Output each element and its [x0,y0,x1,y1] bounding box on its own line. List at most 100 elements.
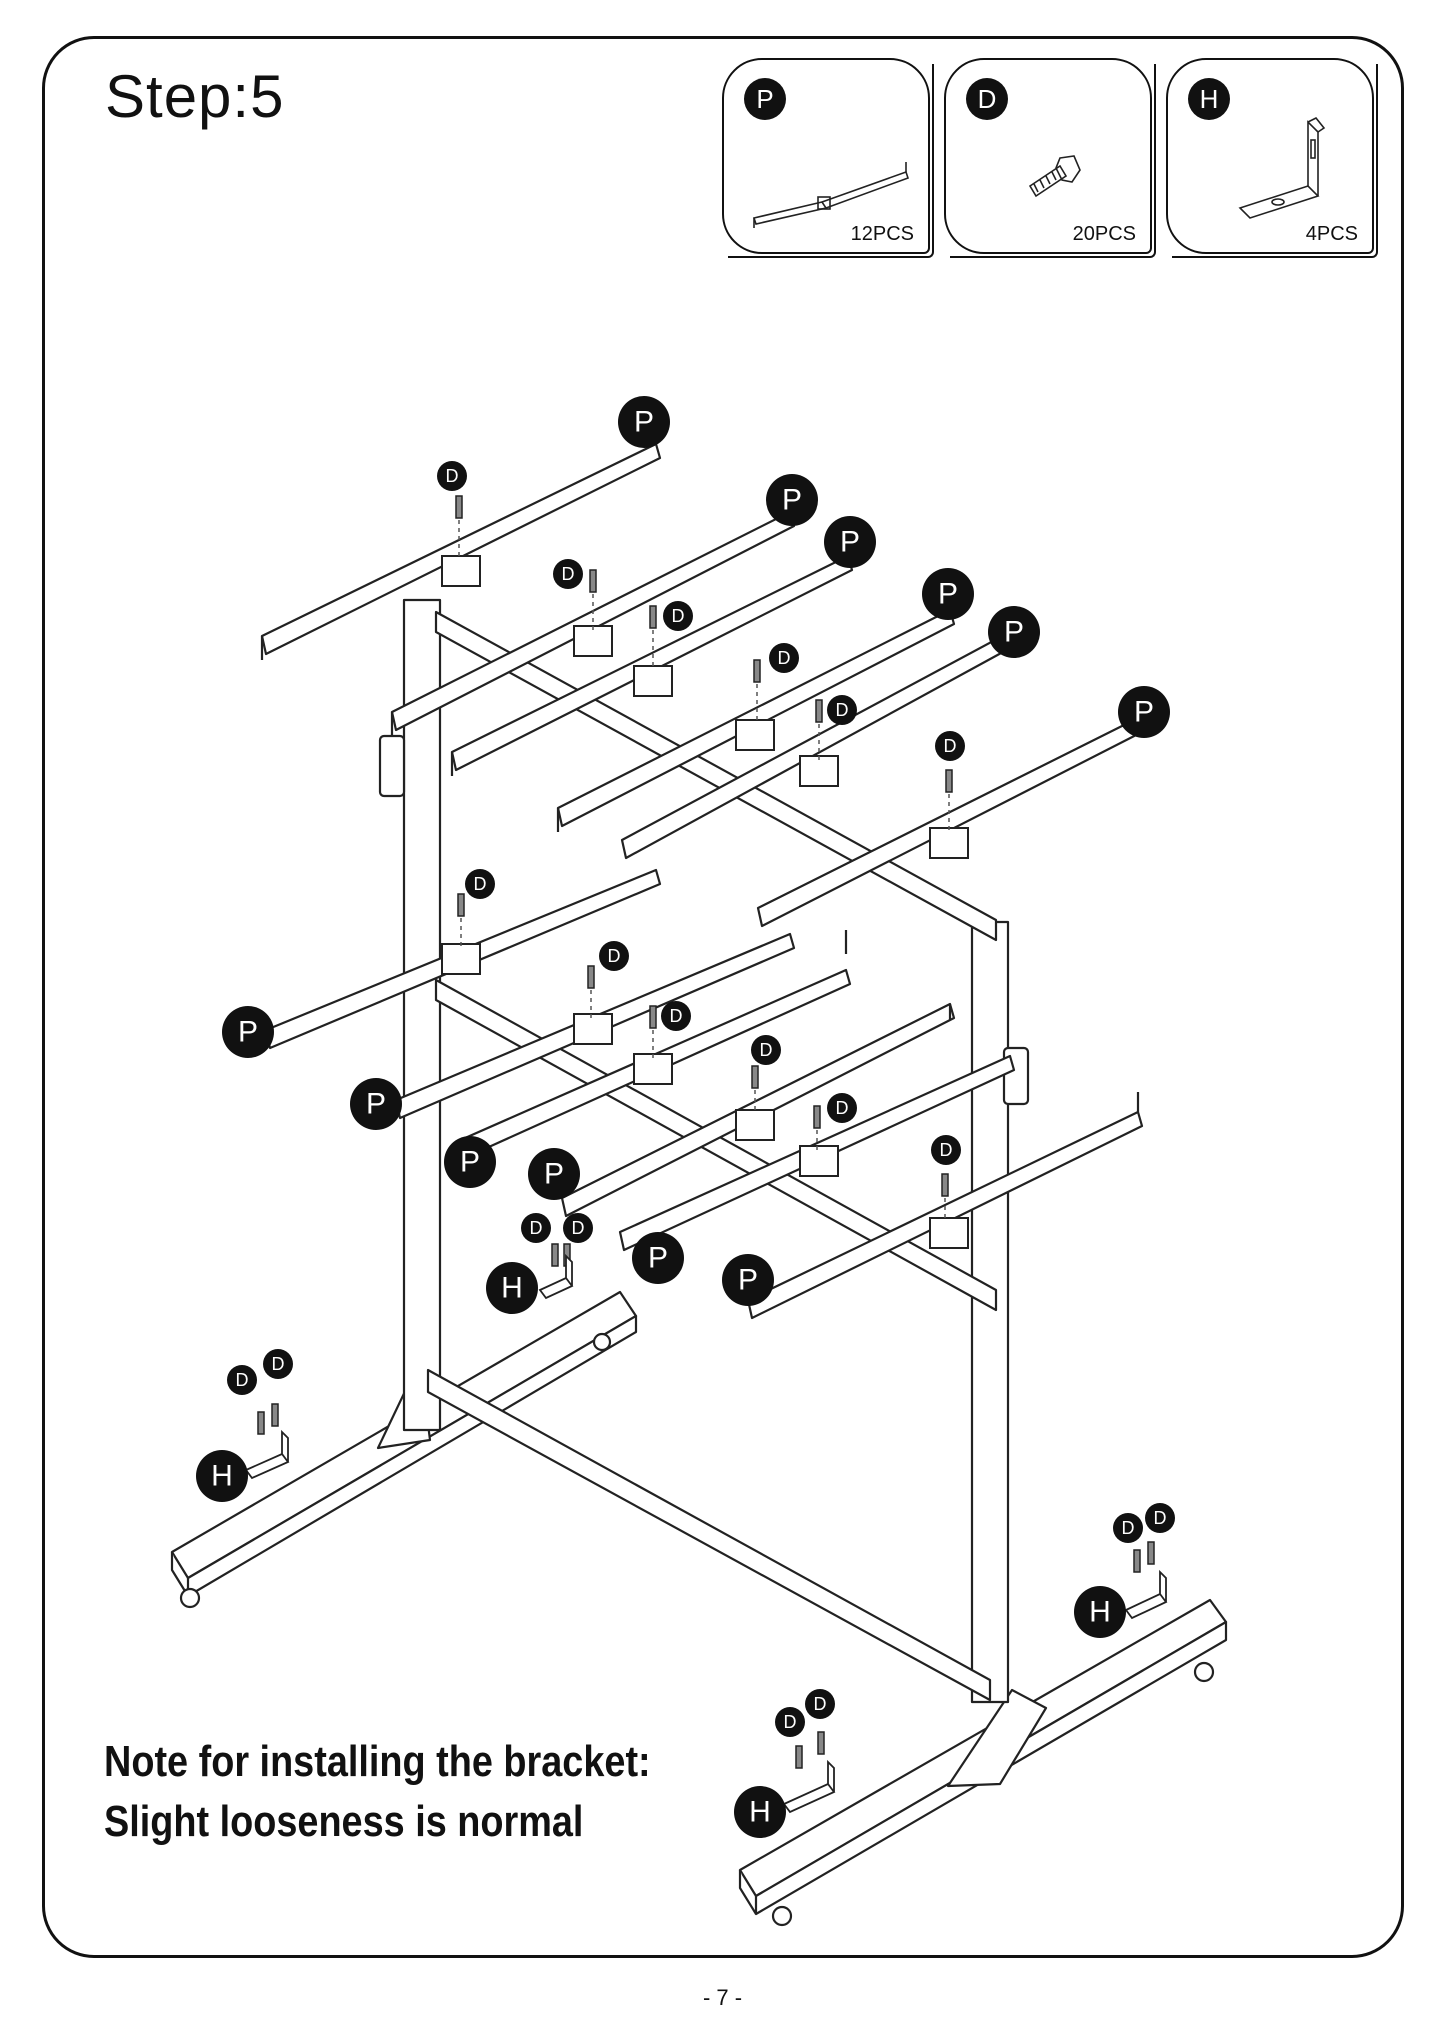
callout-d: D [553,559,583,589]
right-base-foot [738,1598,1228,1927]
svg-text:D: D [572,1218,585,1238]
callout-d: D [827,1093,857,1123]
svg-text:D: D [760,1040,773,1060]
callout-d: D [437,461,467,491]
callout-d: D [227,1365,257,1395]
svg-text:D: D [672,606,685,626]
svg-text:P: P [840,526,860,559]
svg-text:D: D [446,466,459,486]
svg-text:P: P [634,406,654,439]
part-quantity: 20PCS [1072,223,1136,245]
callout-p: P [350,1078,402,1130]
callout-p: P [722,1254,774,1306]
svg-text:D: D [1122,1518,1135,1538]
callout-d: D [827,695,857,725]
note-line-2: Slight looseness is normal [104,1797,584,1846]
svg-text:D: D [778,648,791,668]
callout-d: D [751,1035,781,1065]
arm-sleeves [441,555,969,1249]
callout-h: H [486,1262,538,1314]
right-upright [970,920,1010,1704]
svg-text:D: D [272,1354,285,1374]
callout-p: P [222,1006,274,1058]
svg-text:D: D [784,1712,797,1732]
callout-d: D [263,1349,293,1379]
svg-text:P: P [544,1158,564,1191]
callout-h: H [196,1450,248,1502]
svg-text:D: D [944,736,957,756]
callout-p: P [632,1232,684,1284]
middle-crossbar [434,978,998,1312]
callout-p: P [922,568,974,620]
svg-text:P: P [738,1264,758,1297]
callout-d: D [935,731,965,761]
callout-d: D [663,601,693,631]
l-brackets [244,1253,1168,1814]
callout-d: D [1145,1503,1175,1533]
callout-d: D [521,1213,551,1243]
callout-h: H [734,1786,786,1838]
svg-text:P: P [460,1146,480,1179]
bottom-crossbar [426,1368,992,1702]
callout-p: P [766,474,818,526]
callout-h: H [1074,1586,1126,1638]
installation-note: Note for installing the bracket: Slight … [104,1732,651,1852]
svg-text:P: P [238,1016,258,1049]
callout-d: D [769,643,799,673]
svg-text:D: D [474,874,487,894]
svg-text:D: D [814,1694,827,1714]
left-handle [378,734,406,798]
svg-text:P: P [782,484,802,517]
callout-p: P [1118,686,1170,738]
callout-p: P [528,1148,580,1200]
svg-text:D: D [562,564,575,584]
callout-d: D [465,869,495,899]
upper-arms [260,442,1148,928]
l-bracket-icon [1238,116,1326,219]
svg-text:P: P [366,1088,386,1121]
svg-text:D: D [608,946,621,966]
part-letter-badge: H [1188,78,1230,120]
svg-text:H: H [1089,1596,1111,1629]
callout-p: P [824,516,876,568]
callout-p: P [988,606,1040,658]
left-upright [402,598,442,1432]
part-quantity: 4PCS [1305,223,1358,245]
note-line-1: Note for installing the bracket: [104,1737,651,1786]
part-letter-badge: P [744,78,786,120]
svg-text:P: P [1134,696,1154,729]
svg-text:P: P [648,1242,668,1275]
bolt-icon [1028,155,1081,198]
svg-text:D: D [670,1006,683,1026]
step-title: Step:5 [105,63,285,130]
part-card-d: D 20PCS [944,58,1156,258]
callout-p: P [444,1136,496,1188]
svg-text:D: D [940,1140,953,1160]
page-number: - 7 - [702,1985,743,2010]
bracket-arm-icon [752,162,910,228]
callout-labels: P P P P P P P P P P P P D D D D D D D D … [196,396,1175,1838]
svg-text:D: D [1154,1508,1167,1528]
bolts [257,495,1155,1769]
callout-d: D [563,1213,593,1243]
part-quantity: 12PCS [850,223,914,245]
svg-text:D: D [530,1218,543,1238]
page-frame [42,36,1404,1958]
svg-text:D: D [236,1370,249,1390]
callout-p: P [618,396,670,448]
svg-text:P: P [1004,616,1024,649]
callout-d: D [805,1689,835,1719]
callout-d: D [599,941,629,971]
svg-text:H: H [749,1796,771,1829]
callout-d: D [775,1707,805,1737]
callout-d: D [931,1135,961,1165]
callout-d: D [661,1001,691,1031]
svg-text:H: H [211,1460,233,1493]
part-letter-badge: D [966,78,1008,120]
svg-text:D: D [836,700,849,720]
guide-lines [458,520,950,1222]
svg-text:H: H [501,1272,523,1305]
callout-d: D [1113,1513,1143,1543]
svg-text:D: D [836,1098,849,1118]
